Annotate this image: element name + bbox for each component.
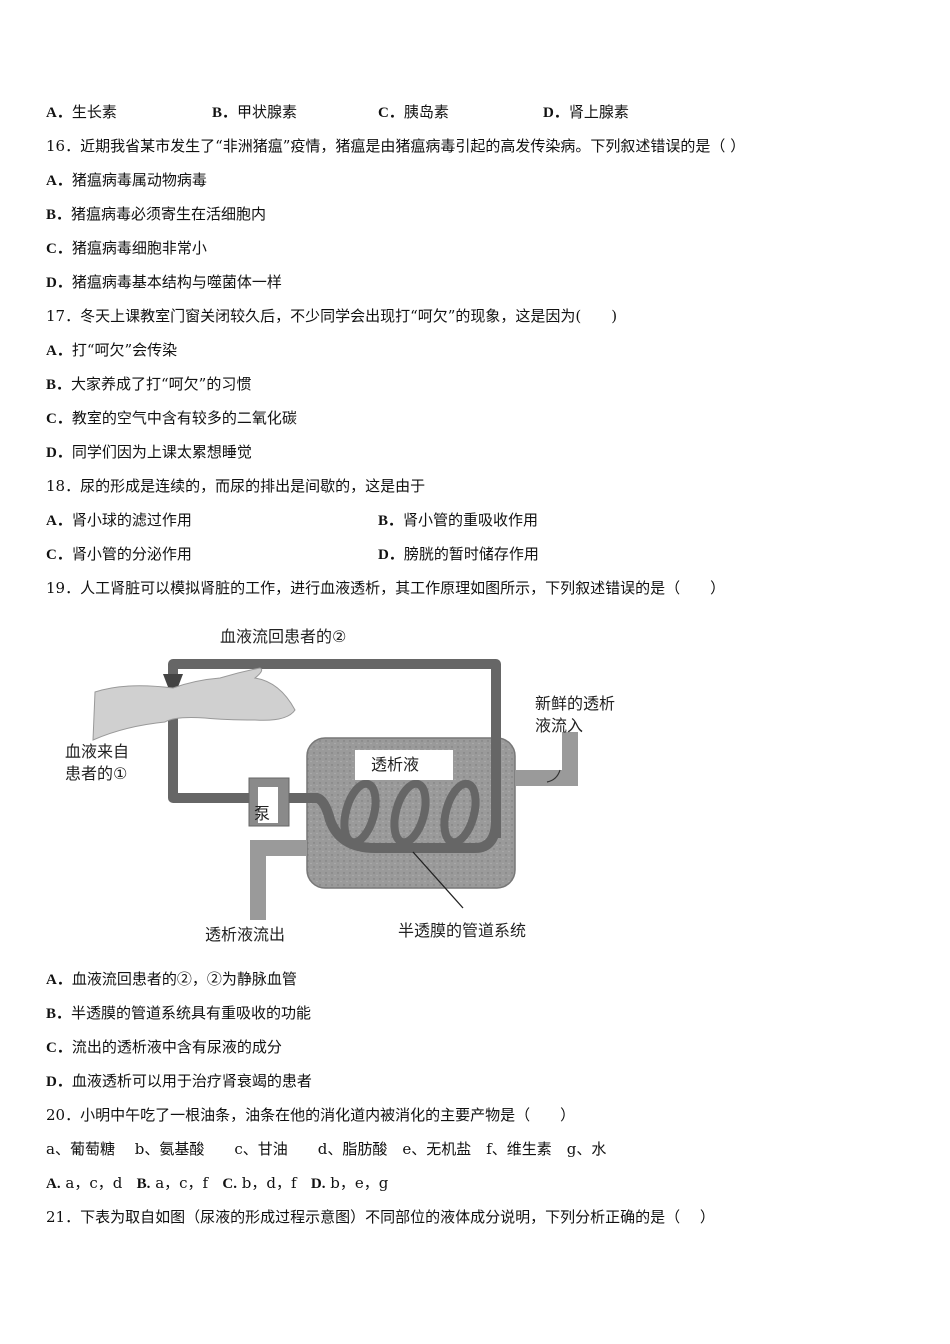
q19-option-b: B．半透膜的管道系统具有重吸收的功能 [46, 1004, 312, 1022]
q17-option-d: D．同学们因为上课太累想睡觉 [46, 443, 252, 461]
q16-option-d: D．猪瘟病毒基本结构与噬菌体一样 [46, 273, 282, 291]
dialysate-label: 透析液 [371, 755, 420, 774]
q16-option-a: A．猪瘟病毒属动物病毒 [46, 171, 207, 189]
fresh-dialysate-label-2: 液流入 [535, 716, 584, 735]
q15-option-d: D．肾上腺素 [543, 103, 629, 121]
q15-option-c: C．胰岛素 [378, 103, 449, 121]
q18-stem: 18．尿的形成是连续的，而尿的排出是间歇的，这是由于 [46, 477, 426, 495]
q18-option-c: C．肾小管的分泌作用 [46, 545, 192, 563]
return-blood-label: 血液流回患者的② [220, 627, 347, 646]
q17-option-c: C．教室的空气中含有较多的二氧化碳 [46, 409, 297, 427]
fresh-dialysate-label-1: 新鲜的透析 [535, 694, 616, 713]
q16-option-c: C．猪瘟病毒细胞非常小 [46, 239, 207, 257]
q17-stem: 17．冬天上课教室门窗关闭较久后，不少同学会出现打“呵欠”的现象，这是因为( ) [46, 307, 618, 325]
q15-option-a: A．生长素 [46, 103, 117, 121]
q19-option-a: A．血液流回患者的②，②为静脉血管 [46, 970, 297, 988]
dialysis-diagram: 血液流回患者的② 血液来自 患者的① 泵 透析液 新鲜的透析 液流入 透析液流出… [55, 620, 635, 950]
q18-option-b: B．肾小管的重吸收作用 [378, 511, 539, 529]
q17-option-b: B．大家养成了打“呵欠”的习惯 [46, 375, 252, 393]
dialysis-diagram-graphic [92, 659, 578, 920]
q17-option-a: A．打“呵欠”会传染 [46, 341, 178, 359]
dialysate-out-label: 透析液流出 [205, 925, 286, 944]
q19-stem: 19．人工肾脏可以模拟肾脏的工作，进行血液透析，其工作原理如图所示，下列叙述错误… [46, 579, 726, 597]
membrane-tube-label: 半透膜的管道系统 [398, 921, 527, 940]
q21-stem: 21．下表为取自如图（尿液的形成过程示意图）不同部位的液体成分说明，下列分析正确… [46, 1208, 715, 1226]
q18-option-d: D．膀胱的暂时储存作用 [378, 545, 539, 563]
pump-label: 泵 [254, 804, 271, 823]
q20-options-row: A. a，c，d B. a，c，f C. b，d，f D. b，e，g [46, 1174, 389, 1192]
q15-option-b: B．甲状腺素 [212, 103, 298, 121]
q20-stem: 20．小明中午吃了一根油条，油条在他的消化道内被消化的主要产物是（ ） [46, 1106, 576, 1124]
q19-option-d: D．血液透析可以用于治疗肾衰竭的患者 [46, 1072, 312, 1090]
q16-stem: 16．近期我省某市发生了“非洲猪瘟”疫情，猪瘟是由猪瘟病毒引起的高发传染病。下列… [46, 137, 746, 155]
q20-items: a、葡萄糖 b、氨基酸 c、甘油 d、脂肪酸 e、无机盐 f、维生素 g、水 [46, 1140, 607, 1158]
q19-option-c: C．流出的透析液中含有尿液的成分 [46, 1038, 282, 1056]
q18-option-a: A．肾小球的滤过作用 [46, 511, 192, 529]
from-patient-label-1: 血液来自 [65, 742, 130, 761]
from-patient-label-2: 患者的① [65, 764, 128, 783]
q16-option-b: B．猪瘟病毒必须寄生在活细胞内 [46, 205, 267, 223]
